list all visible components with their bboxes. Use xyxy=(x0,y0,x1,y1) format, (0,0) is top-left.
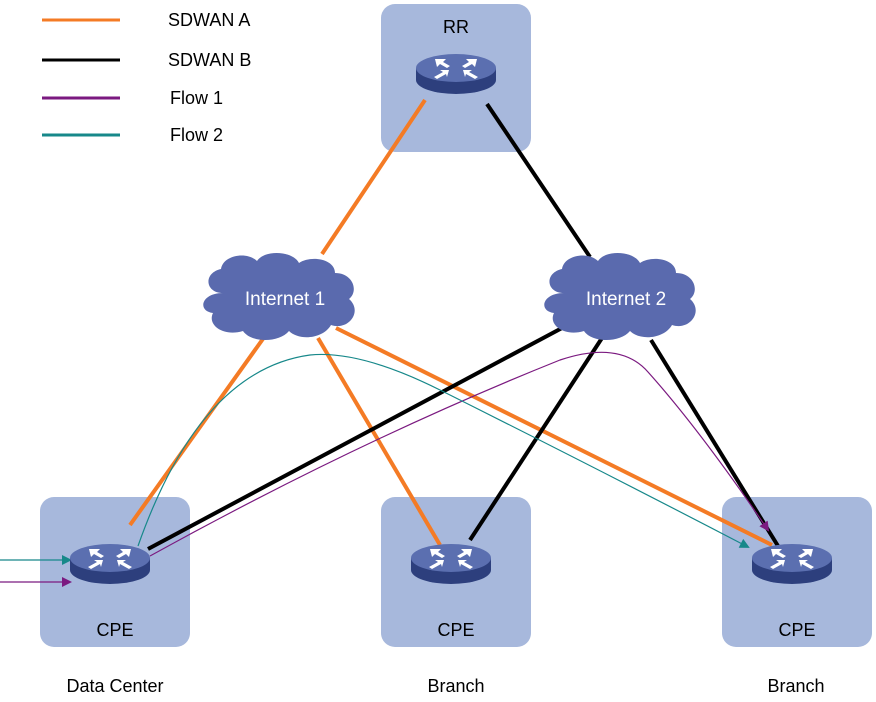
internet1-label: Internet 1 xyxy=(245,289,325,310)
cpe-dc-label: CPE xyxy=(96,620,133,640)
rr-label: RR xyxy=(443,17,469,37)
flow-1-path xyxy=(149,351,770,557)
legend-label-sdwan-b: SDWAN B xyxy=(168,50,251,70)
sdwan-a-links xyxy=(128,98,773,547)
flow-2 xyxy=(0,353,750,565)
link-internet2-cpe-branch2 xyxy=(649,338,780,548)
link-rr-internet2 xyxy=(485,102,592,259)
link-internet1-cpe-dc xyxy=(128,334,267,527)
router-icon xyxy=(416,54,496,94)
router-icon xyxy=(411,544,491,584)
flow-2-path xyxy=(137,353,750,548)
router-icon xyxy=(70,544,150,584)
site-branch2-label: Branch xyxy=(767,676,824,696)
internet2-label: Internet 2 xyxy=(586,289,666,310)
link-internet2-cpe-branch1 xyxy=(468,336,604,542)
legend-label-flow-2: Flow 2 xyxy=(170,125,223,145)
site-branch1-label: Branch xyxy=(427,676,484,696)
link-internet1-cpe-branch2 xyxy=(335,326,773,547)
link-rr-internet1 xyxy=(320,98,427,256)
sdwan-b-links xyxy=(147,102,780,551)
cloud-icon xyxy=(544,252,696,340)
legend-label-sdwan-a: SDWAN A xyxy=(168,10,250,30)
cpe-branch2-label: CPE xyxy=(778,620,815,640)
cpe-branch1-label: CPE xyxy=(437,620,474,640)
site-data-center-label: Data Center xyxy=(66,676,163,696)
legend-label-flow-1: Flow 1 xyxy=(170,88,223,108)
router-icon xyxy=(752,544,832,584)
cloud-icon xyxy=(203,252,355,340)
flow-1 xyxy=(0,351,770,587)
link-internet2-cpe-dc xyxy=(147,326,563,551)
link-internet1-cpe-branch1 xyxy=(316,336,442,547)
legend: SDWAN A SDWAN B Flow 1 Flow 2 xyxy=(42,10,251,145)
